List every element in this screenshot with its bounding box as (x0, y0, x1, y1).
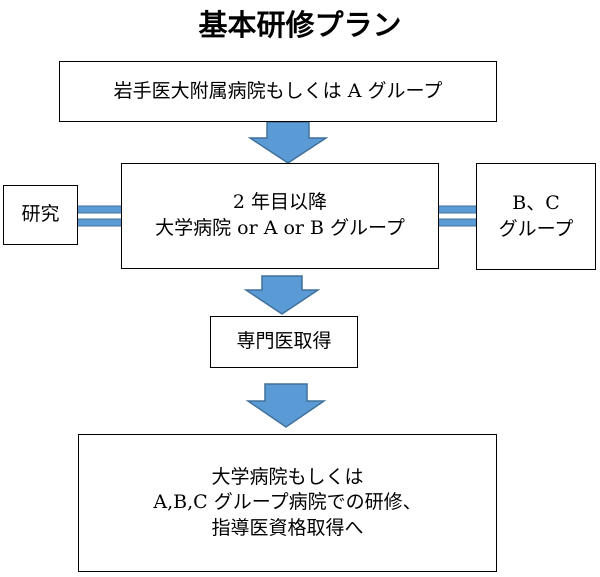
down-arrow-3 (245, 383, 327, 428)
diagram-title: 基本研修プラン (198, 8, 402, 42)
box-second-year: 2 年目以降 大学病院 or A or B グループ (121, 163, 439, 269)
box-research: 研究 (3, 185, 78, 245)
box-bc-group-line1: B、C (512, 191, 560, 214)
box-bc-group: B、C グループ (476, 163, 596, 270)
box-final-line1: 大学病院もしくは (211, 465, 364, 488)
box-first-year: 岩手医大附属病院もしくは A グループ (59, 61, 497, 122)
box-bc-group-line2: グループ (498, 217, 574, 240)
left-double-connector (76, 205, 123, 227)
down-arrow-1 (247, 121, 329, 164)
box-second-year-line2: 大学病院 or A or B グループ (155, 217, 405, 239)
box-final-line3: 指導医資格取得へ (211, 516, 364, 539)
box-research-text: 研究 (21, 203, 60, 226)
box-first-year-text: 岩手医大附属病院もしくは A グループ (113, 79, 443, 102)
down-arrow-2 (243, 275, 321, 315)
box-final-line2: A,B,C グループ病院での研修、 (153, 491, 422, 514)
box-final: 大学病院もしくは A,B,C グループ病院での研修、 指導医資格取得へ (78, 434, 497, 572)
right-double-connector (437, 205, 478, 227)
box-specialist-text: 専門医取得 (236, 330, 332, 353)
box-specialist: 専門医取得 (210, 316, 358, 368)
box-second-year-line1: 2 年目以降 (232, 191, 328, 214)
